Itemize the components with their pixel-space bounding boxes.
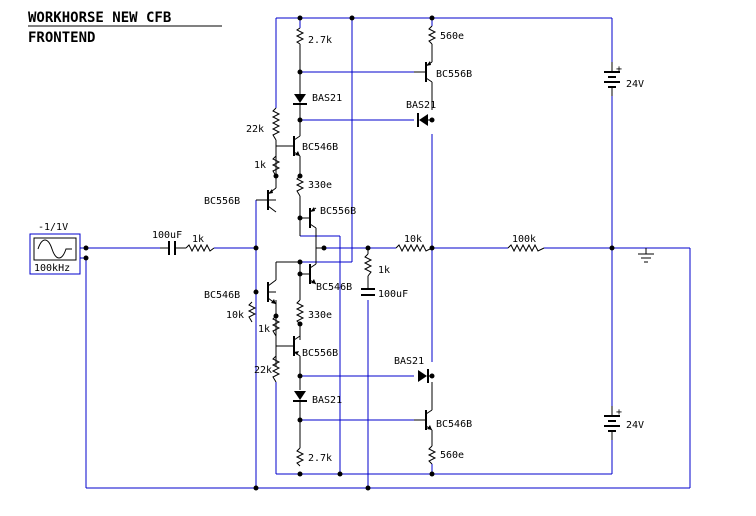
transistor-top-vas-icon — [276, 135, 301, 157]
resistors — [185, 25, 545, 467]
diode-bot-clamp-icon — [418, 370, 427, 382]
label-t-top-in: BC556B — [204, 196, 240, 207]
label-d-bot-clamp: BAS21 — [394, 356, 424, 367]
label-t-bot-in: BC546B — [204, 290, 240, 301]
battery-bot-plus: + — [616, 407, 622, 418]
transistor-top-out-icon — [414, 61, 433, 83]
transistor-bot-out-icon — [414, 409, 433, 431]
label-c-in: 100uF — [152, 230, 182, 241]
label-d-top-clamp: BAS21 — [406, 100, 436, 111]
transistor-bot-in-icon — [267, 261, 300, 305]
diode-bot-bias-icon — [294, 391, 306, 400]
transistor-bot-mirror-icon — [300, 248, 317, 285]
label-t-top-out: BC556B — [436, 69, 472, 80]
source-frequency-label: 100kHz — [34, 263, 70, 274]
resistor-top-560 — [427, 25, 437, 45]
diodes — [293, 94, 432, 402]
resistor-top-2k7 — [295, 27, 305, 45]
label-v-top: 24V — [626, 79, 644, 90]
transistor-top-in-icon — [256, 187, 277, 213]
resistor-bot-330 — [295, 299, 305, 325]
label-v-bot: 24V — [626, 420, 644, 431]
resistor-top-22k — [271, 107, 281, 141]
label-r-top-22k: 22k — [246, 124, 264, 135]
label-t-top-mirror: BC556B — [320, 206, 356, 217]
resistor-top-330 — [295, 175, 305, 197]
resistor-load-100k — [507, 243, 545, 253]
label-r-bot-10k: 10k — [226, 310, 244, 321]
label-r-fb: 10k — [404, 234, 422, 245]
label-r-bot-2k7: 2.7k — [308, 453, 332, 464]
component-labels: -1/1V 100kHz 2.7k 560e BC556B BAS21 BAS2… — [34, 31, 644, 464]
source-amplitude-label: -1/1V — [38, 222, 68, 233]
label-r-in: 1k — [192, 234, 204, 245]
resistor-bot-1k — [271, 315, 281, 337]
label-r-top-1k: 1k — [254, 160, 266, 171]
capacitors — [160, 241, 375, 296]
battery-top-icon — [604, 62, 620, 96]
resistor-bot-22k — [271, 355, 281, 383]
label-r-top-330: 330e — [308, 180, 332, 191]
battery-bot-icon — [604, 406, 620, 440]
label-d-bot-bias: BAS21 — [312, 395, 342, 406]
resistor-input-1k — [185, 243, 215, 253]
label-t-bot-vas: BC556B — [302, 348, 338, 359]
transistor-bot-vas-icon — [276, 335, 301, 357]
resistor-top-1k — [271, 155, 281, 177]
label-r-gnd: 1k — [378, 265, 390, 276]
battery-top-plus: + — [616, 64, 622, 75]
title-line-1: WORKHORSE NEW CFB — [28, 10, 171, 26]
label-r-load: 100k — [512, 234, 536, 245]
diode-top-clamp-icon — [419, 114, 428, 126]
diode-top-bias-icon — [294, 94, 306, 103]
label-r-top-560: 560e — [440, 31, 464, 42]
transistors — [256, 61, 433, 431]
label-r-bot-1k: 1k — [258, 324, 270, 335]
title-line-2: FRONTEND — [28, 30, 95, 46]
label-c-gnd: 100uF — [378, 289, 408, 300]
label-t-bot-out: BC546B — [436, 419, 472, 430]
junction-dots — [83, 15, 615, 491]
signal-source-icon — [29, 233, 86, 275]
label-t-top-vas: BC546B — [302, 142, 338, 153]
label-r-bot-330: 330e — [308, 310, 332, 321]
resistor-bot-10k — [247, 301, 257, 323]
label-d-top-bias: BAS21 — [312, 93, 342, 104]
ground-icon — [638, 248, 654, 263]
label-r-bot-560: 560e — [440, 450, 464, 461]
resistor-gnd-1k — [363, 253, 373, 277]
label-r-top-2k7: 2.7k — [308, 35, 332, 46]
wires — [85, 17, 691, 489]
label-t-bot-mirror: BC546B — [316, 282, 352, 293]
resistor-fb-10k — [395, 243, 433, 253]
label-r-bot-22k: 22k — [254, 365, 272, 376]
resistor-bot-560 — [427, 445, 437, 465]
resistor-bot-2k7 — [295, 447, 305, 467]
